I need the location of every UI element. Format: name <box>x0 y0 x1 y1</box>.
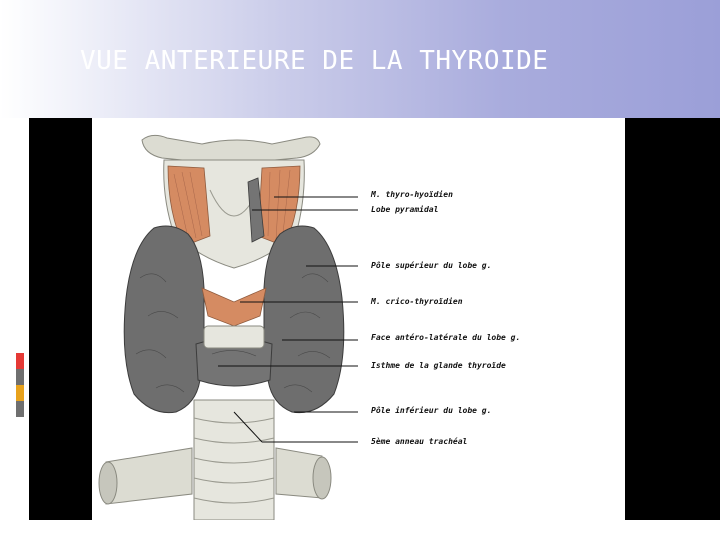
accent-bar <box>16 353 24 417</box>
accent-block-gray-2 <box>16 401 24 417</box>
label-tracheal-ring: 5ème anneau trachéal <box>371 437 467 447</box>
left-bronchus-stub <box>106 448 192 504</box>
hyoid-bone <box>142 135 320 162</box>
thyroid-left-lobe <box>264 226 344 413</box>
trachea <box>194 400 274 520</box>
thyroid-illustration: M. thyro-hyoïdien Lobe pyramidal Pôle su… <box>92 118 625 520</box>
accent-block-red <box>16 353 24 369</box>
accent-block-orange <box>16 385 24 401</box>
label-thyrohyoid: M. thyro-hyoïdien <box>371 190 453 200</box>
label-isthmus: Isthme de la glande thyroïde <box>371 361 506 371</box>
accent-block-gray <box>16 369 24 385</box>
anatomy-drawing <box>92 118 625 520</box>
label-upper-pole: Pôle supérieur du lobe g. <box>371 261 491 271</box>
label-cricothyroid: M. crico-thyroïdien <box>371 297 463 307</box>
slide-title: VUE ANTERIEURE DE LA THYROIDE <box>80 46 548 76</box>
label-lower-pole: Pôle inférieur du lobe g. <box>371 406 491 416</box>
label-anterolateral-face: Face antéro-latérale du lobe g. <box>371 333 520 343</box>
cricoid-cartilage <box>204 326 264 348</box>
thyroid-right-lobe <box>124 226 204 413</box>
label-pyramidal-lobe: Lobe pyramidal <box>371 205 438 215</box>
cricothyroid-muscle <box>202 288 266 326</box>
